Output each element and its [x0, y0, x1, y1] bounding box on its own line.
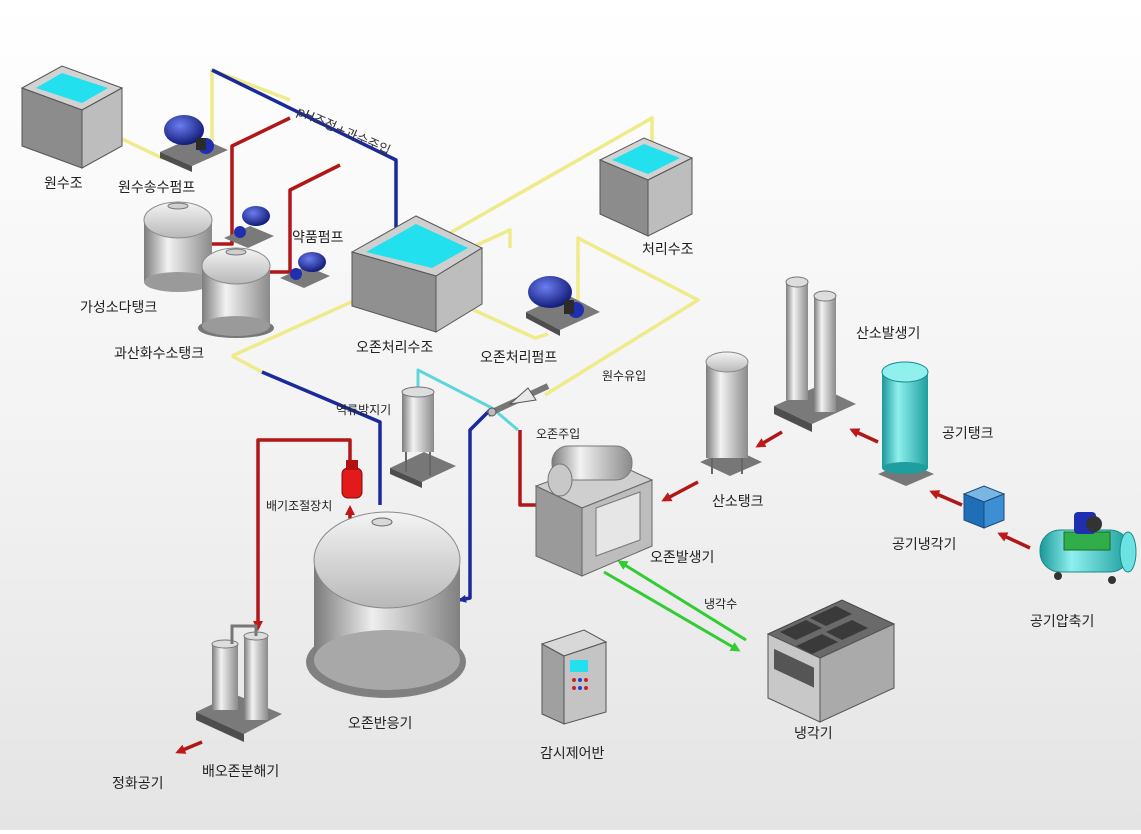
label-raw-pump: 원수송수펌프 [118, 180, 196, 196]
chemical-pump-2 [280, 252, 330, 288]
hydrogen-peroxide-tank [198, 247, 274, 338]
label-ozone-gen: 오존발생기 [650, 550, 715, 566]
label-destructor: 배오존분해기 [202, 764, 280, 780]
oxygen-tank [700, 351, 762, 476]
ozone-generator [534, 445, 654, 577]
water-lines [81, 68, 700, 397]
label-treated-tank: 처리수조 [642, 242, 694, 258]
label-air-comp: 공기압축기 [1030, 614, 1095, 630]
label-air-cooler: 공기냉각기 [892, 537, 957, 553]
air-compressor [1039, 512, 1137, 584]
ozone-destructor [196, 624, 282, 742]
backflow-preventer [390, 386, 456, 488]
cyan-lines [416, 368, 519, 432]
label-backflow: 역류방지기 [336, 403, 392, 417]
air-tank [878, 361, 934, 486]
oxygen-generator [774, 276, 856, 432]
control-panel [540, 629, 608, 725]
air-cooler [962, 485, 1006, 529]
label-exhaust-ctrl: 배기조절장치 [266, 499, 333, 513]
label-oxygen-tank: 산소탱크 [712, 494, 764, 510]
label-air-tank: 공기탱크 [942, 426, 994, 442]
label-cooling-water: 냉각수 [704, 597, 738, 611]
label-chiller: 냉각기 [794, 726, 833, 742]
cooling-lines [603, 560, 747, 652]
raw-water-pump [160, 115, 228, 172]
label-ozone-reactor: 오존반응기 [348, 716, 413, 732]
label-caustic-tank: 가성소다탱크 [80, 300, 158, 316]
ozone-reactor [306, 511, 466, 698]
label-ozone-inject: 오존주입 [536, 427, 581, 441]
chemical-pump-1 [224, 206, 274, 248]
label-control-panel: 감시제어반 [540, 746, 605, 762]
label-oxygen-gen: 산소발생기 [856, 326, 921, 342]
label-ozone-tank: 오존처리수조 [356, 340, 434, 356]
caustic-soda-tank [143, 201, 213, 292]
label-ozone-pump: 오존처리펌프 [480, 350, 558, 366]
label-raw-tank: 원수조 [44, 176, 83, 192]
label-peroxide-tank: 과산화수소탱크 [114, 346, 205, 362]
label-raw-inflow: 원수유입 [602, 369, 647, 383]
exhaust-control-valve [341, 460, 363, 499]
raw-water-tank [20, 65, 124, 169]
treated-water-tank [598, 137, 694, 237]
ozone-treatment-tank [350, 215, 484, 333]
label-purified-air: 정화공기 [112, 776, 164, 792]
chiller [766, 599, 896, 723]
ozone-treatment-pump [526, 276, 600, 336]
ozone-injector [486, 383, 550, 417]
label-chem-pump: 약품펌프 [292, 230, 344, 246]
chemical-lines [175, 116, 1031, 754]
